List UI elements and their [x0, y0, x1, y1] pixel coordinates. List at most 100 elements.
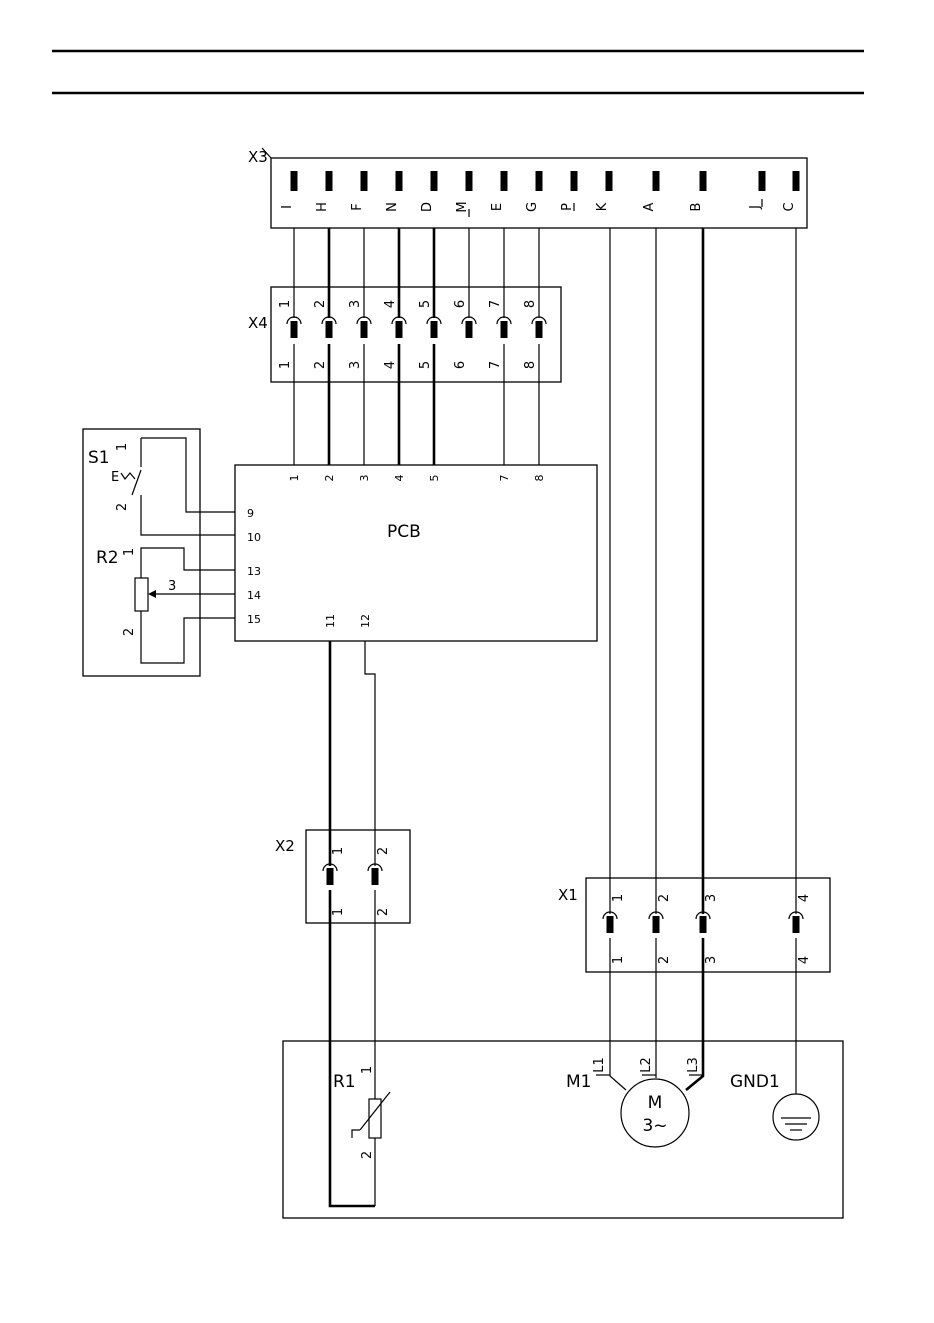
- connector-x4-pin-top-label-2: 2: [313, 300, 328, 308]
- connector-x1-pin-3-pin: [700, 916, 707, 933]
- connector-x1-pin-top-label-4: 4: [797, 894, 812, 902]
- motor-m1-terminal-l3: L3: [686, 1057, 701, 1073]
- connector-x3-pin-label-F: F: [350, 203, 365, 210]
- connector-x4-pin-top-label-8: 8: [523, 300, 538, 308]
- connector-x3-pin-label-D: D: [420, 202, 435, 212]
- connector-x4-pin-bottom-label-2: 2: [313, 361, 328, 369]
- switch-s1-actuator: E: [111, 470, 119, 485]
- connector-x2-pin-bottom-label-1: 1: [331, 908, 346, 916]
- connector-x3-pin-label-C: C: [782, 202, 797, 211]
- connector-x4-pin-bottom-label-3: 3: [348, 361, 363, 369]
- connector-x1-pin-bottom-label-3: 3: [704, 956, 719, 964]
- pcb-top-pin-8: 8: [533, 475, 546, 482]
- connector-x4-pin-8-pin: [536, 321, 543, 338]
- switch-s1-pin2: 2: [115, 503, 130, 511]
- motor-m1-symbol-bottom: 3~: [642, 1116, 667, 1136]
- connector-x1-pin-top-label-3: 3: [704, 894, 719, 902]
- connector-x2-pin-bottom-label-2: 2: [376, 908, 391, 916]
- pcb-top-pin-4: 4: [393, 475, 406, 482]
- connector-x4-pin-bottom-label-8: 8: [523, 361, 538, 369]
- pcb-bottom-pin-12: 12: [359, 614, 372, 628]
- connector-x1-pin-4-pin: [793, 916, 800, 933]
- potentiometer-r2-pin1: 1: [122, 548, 137, 556]
- pcb-label: PCB: [387, 522, 421, 542]
- connector-x3-pin-H: [326, 171, 333, 191]
- connector-x3-pin-label-M: M: [455, 201, 470, 212]
- pcb-left-pin-14: 14: [247, 589, 261, 602]
- pcb-top-pin-2: 2: [323, 475, 336, 482]
- connector-x4-pin-bottom-label-4: 4: [383, 361, 398, 369]
- potentiometer-r2-label: R2: [96, 548, 119, 568]
- connector-x3-pin-C: [793, 171, 800, 191]
- connector-x1-pin-1-pin: [607, 916, 614, 933]
- pcb-top-pin-1: 1: [288, 475, 301, 482]
- pcb-bottom-pin-11: 11: [324, 614, 337, 628]
- connector-x3-pin-G: [536, 171, 543, 191]
- thermistor-r1-pin1: 1: [360, 1066, 375, 1074]
- switch-s1-label: S1: [88, 448, 110, 468]
- connector-x4-label: X4: [248, 314, 268, 332]
- connector-x4-pin-top-label-5: 5: [418, 300, 433, 308]
- connector-x4-pin-bottom-label-1: 1: [278, 361, 293, 369]
- connector-x4-pins: 1122334455667788: [278, 300, 546, 369]
- potentiometer-r2: R2 1 3 2: [96, 548, 235, 663]
- connector-x4-pin-7-pin: [501, 321, 508, 338]
- connector-x1-pin-top-label-2: 2: [657, 894, 672, 902]
- pcb-top-pin-7: 7: [498, 475, 511, 482]
- connector-x2-label: X2: [275, 837, 295, 855]
- connector-x3-pin-J: [759, 171, 766, 191]
- connector-x3-pin-label-B: B: [689, 203, 704, 212]
- connector-x1-pin-bottom-label-4: 4: [797, 956, 812, 964]
- connector-x3-pin-label-N: N: [385, 202, 400, 212]
- switch-s1-pin1: 1: [115, 443, 130, 451]
- potentiometer-r2-pin3: 3: [168, 579, 176, 594]
- connector-x3-pin-P: [571, 171, 578, 191]
- connector-x4-pin-2-pin: [326, 321, 333, 338]
- connector-x4-pin-1-pin: [291, 321, 298, 338]
- connector-x2-pin-top-label-1: 1: [331, 847, 346, 855]
- connector-x4-pin-top-label-3: 3: [348, 300, 363, 308]
- connector-x3-pin-label-A: A: [642, 202, 657, 211]
- pcb-bottom-pins: 11 12: [324, 614, 372, 628]
- connector-x4-pin-bottom-label-5: 5: [418, 361, 433, 369]
- connector-x4-pin-bottom-label-6: 6: [453, 361, 468, 369]
- connector-x1-pin-top-label-1: 1: [611, 894, 626, 902]
- connector-x1-pin-bottom-label-2: 2: [657, 956, 672, 964]
- motor-m1: M1 M 3~ L1 L2 L3: [566, 1057, 703, 1147]
- thermistor-r1-pin2: 2: [360, 1151, 375, 1159]
- connector-x3-pin-K: [606, 171, 613, 191]
- motor-m1-terminal-l2: L2: [639, 1057, 654, 1073]
- connector-x3-pin-label-P: P: [560, 203, 575, 211]
- motor-m1-symbol-top: M: [648, 1093, 663, 1113]
- connector-x3-pin-label-J: J: [748, 205, 763, 210]
- connector-x3-pin-A: [653, 171, 660, 191]
- connector-x4-pin-bottom-label-7: 7: [488, 361, 503, 369]
- connector-x3-pin-M: [466, 171, 473, 191]
- connector-x3-pin-F: [361, 171, 368, 191]
- pcb-top-pin-3: 3: [358, 475, 371, 482]
- connector-x2-pin-2-pin: [372, 868, 379, 885]
- connector-x4-pin-top-label-1: 1: [278, 300, 293, 308]
- connector-x4: X4 1122334455667788: [248, 287, 561, 382]
- ground-gnd1-label: GND1: [730, 1072, 780, 1092]
- connector-x4-pin-3-pin: [361, 321, 368, 338]
- connector-x3-pin-B: [700, 171, 707, 191]
- connector-x3-label: X3: [248, 148, 268, 166]
- connector-x3-pin-N: [396, 171, 403, 191]
- thermistor-r1: R1 1 2: [333, 1066, 390, 1159]
- connector-x1-pin-2-pin: [653, 916, 660, 933]
- pcb-left-pin-13: 13: [247, 565, 261, 578]
- switch-s1: S1 1 2 E: [88, 438, 235, 535]
- connector-x1-pin-bottom-label-1: 1: [611, 956, 626, 964]
- connector-x1-label: X1: [558, 886, 578, 904]
- connector-x3-pin-label-H: H: [315, 202, 330, 212]
- pcb-left-pin-9: 9: [247, 507, 254, 520]
- connector-x4-pin-5-pin: [431, 321, 438, 338]
